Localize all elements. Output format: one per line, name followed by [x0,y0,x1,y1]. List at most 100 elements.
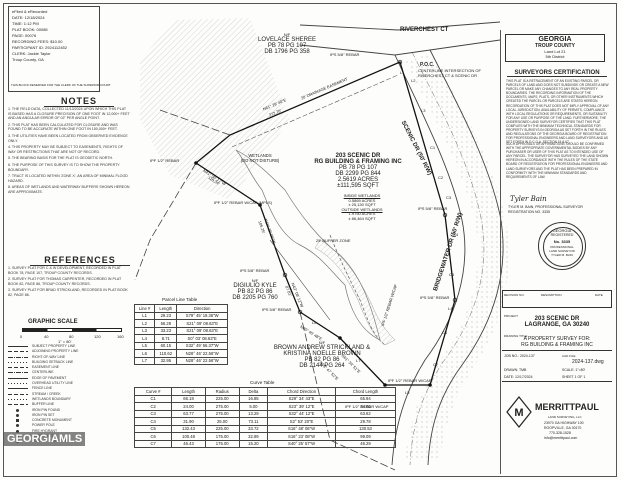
legend-symbol [8,372,28,374]
svg-text:M: M [514,407,523,419]
wetlands-label-line: (DO NOT DISTURB) [240,158,280,163]
table-cell: N28° 46' 22.56"W [176,349,228,358]
table-cell: 29.23 [154,311,178,320]
table-header-cell: Line # [133,304,156,313]
buffer-zone [314,239,396,346]
reference-item: 2. SURVEY PLAT FOR THOMAS CARPENTER, REC… [8,277,122,286]
table-cell: 25.00 [204,417,240,426]
title-block [500,30,613,474]
table-cell: S2° 53' 20"E [267,417,336,426]
legend-symbol [16,424,19,428]
table-cell: C5 [133,424,173,433]
table-cell: 13.29 [238,409,269,418]
pin-label: IPS 5/8" REBAR [240,268,270,273]
pin-marker [338,336,342,340]
owner-line: N/F [251,278,259,283]
table-header-cell: Curve # [133,387,173,396]
table-cell: C4 [133,417,173,426]
firm-name: MERRITTPAUL [535,402,599,412]
table-header-cell: Delta [238,387,269,396]
surveyor-registration: REGISTRATION NO. 3335 [508,210,550,214]
owner-line: PB 82 PG 86 [237,289,273,295]
curve-tag: C4 [453,232,459,237]
legend-label: FENCE LINE [32,386,52,391]
drawing-title: A PROPERTY SURVEY FOR: RG BUILDING & FRA… [502,336,612,348]
owner-line: N/F [283,32,291,37]
table-cell: S16° 48' 06"W [267,424,336,433]
table-cell: L7 [133,356,156,365]
legend-label: FIRE HYDRANT [32,428,58,433]
note-item: 1. THE FIELD DATA, COLLECTED 11/13/2024 … [8,107,130,121]
poc-label: P.O.C. [420,62,435,68]
location-district: 5th District [545,54,565,59]
certification-text: THIS PLAT IS A RETRACEMENT OF AN EXISTIN… [506,79,609,145]
legend-label: RIGHT-OF-WAY LINE [32,354,66,359]
table-cell: 46.29 [334,439,397,448]
line-tag: L2 [411,78,416,83]
legend-symbol [16,429,19,433]
legend-symbol [8,388,28,390]
legend-label: STREAM / CREEK [32,391,61,396]
legend-label: WETLANDS BOUNDARY [32,396,71,401]
legend-label: IRON PIN SET [32,412,55,417]
table-cell: L6 [133,349,156,358]
owner-line: BROWN ANDREW STRICKLAND & [273,345,371,351]
legend-symbol [8,351,28,353]
curve-tag: C1 [430,145,436,150]
curve-tag: C7 [433,362,439,367]
location-state: GEORGIA [538,36,572,43]
legend-label: ADJOINING PROPERTY LINE [32,349,79,354]
subject-line: RG BUILDING & FRAMING INC [314,159,402,165]
pin-marker [258,203,262,207]
table-cell: L4 [133,334,156,343]
table-cell: 63.77 [171,409,206,418]
pin-marker [428,383,432,387]
drawing-date: DATE: 12/17/2024 [504,375,533,379]
certification-title: SURVEYORS CERTIFICATION [507,70,607,77]
graphic-scale-title: GRAPHIC SCALE [28,319,78,325]
line-tag: L6 [312,320,317,325]
wetlands-summary-line: ± 86,464 SQFT [348,215,376,221]
revision-table: REVISION NO. DESCRIPTION DATE [502,290,612,308]
table-cell: S32° 44' 12"E [267,409,336,418]
scale-tick: 40 [44,334,49,339]
riverchest-ct-row-north [299,21,501,31]
table-header-cell: Direction [176,304,228,313]
table-cell: 275.00 [204,402,240,411]
pin-marker [383,383,387,387]
rev-header: DATE [595,293,603,297]
adjoining-line-south [299,311,396,471]
table-cell: L3 [133,326,156,335]
table-cell: 132.43 [171,424,206,433]
legend-item: RIGHT-OF-WAY LINE [8,355,134,360]
project-line: LAGRANGE, GA 30240 [524,322,590,328]
owner-line: KRISTINA NOELLE BROWN [283,351,361,357]
table-cell: L2 [133,319,156,328]
watermark-logo: GEORGIAMLS [4,432,86,446]
job-info: JOB NO.: 2024-137 CAD FILE 2024-137.dwg … [502,350,612,382]
surveyor-signature: Tyler Bain [510,195,547,203]
table-cell: 24.00 [171,402,206,411]
line-tag: L3 [421,108,426,113]
legend-item: EDGE OF PAVEMENT [8,376,134,381]
legend-item: BUFFER LINE [8,402,134,407]
table-cell: 33.23 [154,326,178,335]
recording-line: PAGE: 00076 [12,33,37,38]
note-item: 8. AREAS OF WETLANDS AND WATERWAY BUFFER… [8,185,130,194]
legend-symbol [8,346,28,347]
pin-label: IPF 1/2" REBAR W/CAP (MPLS) [214,200,273,205]
recording-line: TIME: 1:12 PM [12,21,39,26]
owner-line: LOVELACE SHEREE [257,37,317,43]
scale-tick: 120 [94,334,101,339]
table-cell: S32° 49' 56.37"W [176,341,228,350]
table-cell: C1 [133,394,173,403]
graphic-scale-bar [22,328,122,332]
surveyor-seal: GEORGIA REGISTERED No. 3335 PROFESSIONAL… [538,222,586,270]
wetlands-boundary [235,149,381,341]
